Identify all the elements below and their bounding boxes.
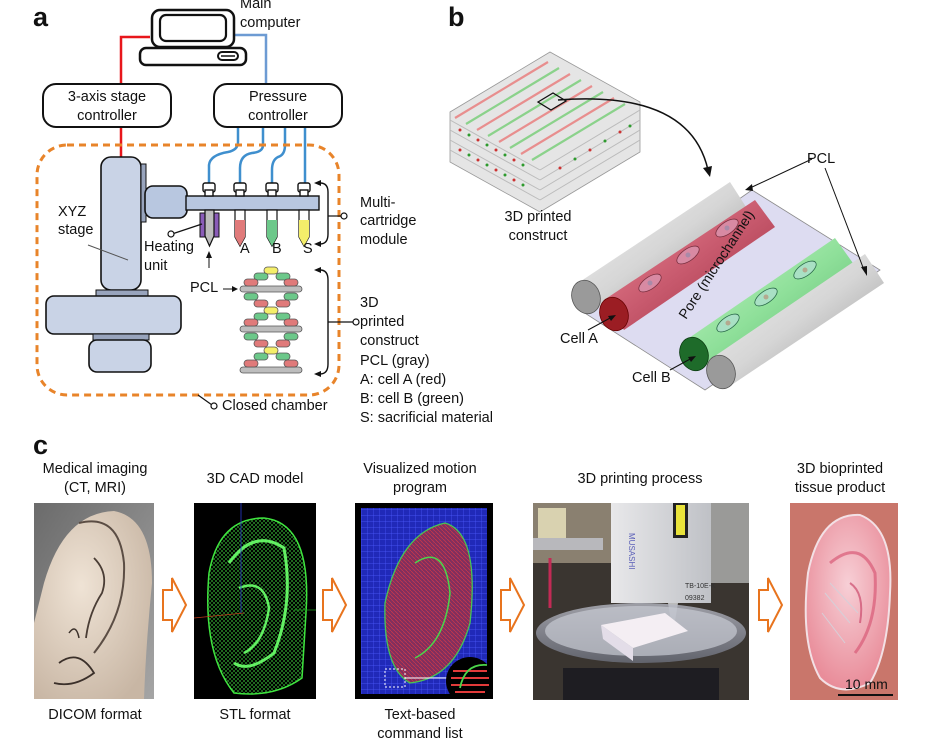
legend-sacrificial: S: sacrificial material	[360, 410, 493, 426]
cad-model-image	[194, 503, 316, 699]
legend-pcl: PCL (gray)	[360, 353, 430, 369]
step-5-title-2: tissue product	[794, 480, 886, 496]
step-1-title-1: Medical imaging	[42, 461, 148, 477]
flow-arrow-2-icon	[322, 577, 348, 633]
pressure-controller-box: Pressure controller	[213, 83, 343, 128]
xyz-stage-column	[100, 156, 142, 291]
construct-label-2: printed	[360, 314, 405, 330]
stage-wire	[119, 35, 150, 85]
printing-process-photo: MUSASHI TB-10E-K 09382	[533, 503, 749, 700]
stage-controller-label-1: 3-axis stage	[67, 89, 147, 105]
pressure-controller-label-1: Pressure	[248, 89, 308, 105]
main-computer-label-2: computer	[240, 15, 301, 31]
step-5-title-1: 3D bioprinted	[796, 461, 884, 477]
cartridge-b-label: B	[272, 241, 282, 257]
closed-chamber-label: Closed chamber	[222, 398, 328, 414]
stage-arm	[144, 185, 188, 219]
step-3-title-1: Visualized motion	[363, 461, 477, 477]
panel-a-diagram	[35, 8, 360, 410]
cell-b-cylinder	[679, 238, 855, 372]
printer-model-text: TB-10E-K	[685, 583, 716, 590]
step-1-caption: DICOM format	[48, 707, 142, 723]
xyz-stage-label-1: XYZ	[58, 204, 87, 220]
panel-a-letter: a	[33, 2, 49, 32]
pressure-tube-1	[207, 127, 240, 183]
pcl-cylinder-2	[706, 254, 884, 390]
stage-foot	[88, 339, 152, 373]
xyz-stage-label-2: stage	[58, 222, 94, 238]
pcl-cylinder-1	[571, 182, 748, 315]
step-1-title-2: (CT, MRI)	[63, 480, 126, 496]
closed-chamber-outline	[35, 143, 341, 397]
construct-label-3: construct	[360, 333, 419, 349]
bioprinted-ear-photo	[790, 503, 898, 700]
b-construct-label-1: 3D printed	[504, 209, 572, 225]
heating-unit-label-1: Heating	[144, 239, 194, 255]
computer-icon	[138, 8, 248, 67]
legend-cell-b: B: cell B (green)	[360, 391, 464, 407]
zoom-region-box	[536, 92, 568, 111]
cell-b-label: Cell B	[632, 370, 671, 386]
cartridge-connectors	[202, 182, 311, 197]
printed-construct-block	[449, 51, 641, 213]
step-2-title: 3D CAD model	[206, 471, 304, 487]
step-2-caption: STL format	[219, 707, 291, 723]
multi-cartridge-label-2: cartridge	[360, 213, 417, 229]
pressure-tube-2	[238, 127, 265, 183]
cartridge-s-label: S	[303, 241, 313, 257]
flow-arrow-3-icon	[500, 577, 526, 633]
construct-bracket	[319, 269, 329, 375]
pressure-tube-3	[270, 127, 287, 183]
multi-cartridge-bracket	[319, 182, 329, 245]
panel-b-diagram: Pore (microchannel)	[449, 51, 884, 391]
scale-bar-label: 10 mm	[845, 676, 888, 692]
b-pcl-label: PCL	[807, 151, 836, 167]
main-computer-label-1: Main	[240, 0, 272, 12]
cell-a-cylinder	[599, 200, 775, 332]
pressure-controller-label-2: controller	[248, 108, 308, 124]
cartridge-rail	[185, 195, 320, 211]
stage-controller-label-2: controller	[77, 108, 137, 124]
motion-program-image	[355, 503, 493, 699]
step-3-caption-1: Text-based	[384, 707, 456, 723]
printer-brand-text: MUSASHI	[627, 533, 636, 569]
step-3-caption-2: command list	[377, 726, 463, 742]
cartridge-a-label: A	[240, 241, 250, 257]
cell-a-label: Cell A	[560, 331, 598, 347]
stage-base	[45, 295, 182, 335]
panel-c-letter: c	[33, 430, 49, 460]
medical-imaging-image	[34, 503, 154, 699]
b-construct-label-2: construct	[508, 228, 568, 244]
cartridge-pcl-heated	[199, 209, 220, 248]
pcl-label-a: PCL	[190, 280, 219, 296]
panel-b-letter: b	[448, 2, 465, 32]
step-3-title-2: program	[393, 480, 447, 496]
flow-arrow-4-icon	[758, 577, 784, 633]
multi-cartridge-label-3: module	[360, 232, 408, 248]
stage-controller-box: 3-axis stage controller	[42, 83, 172, 128]
heating-unit-label-2: unit	[144, 258, 168, 274]
flow-arrow-1-icon	[162, 577, 188, 633]
printed-construct-stack	[239, 266, 303, 374]
printer-serial-text: 09382	[685, 595, 705, 602]
construct-label-1: 3D	[360, 295, 379, 311]
legend-cell-a: A: cell A (red)	[360, 372, 447, 388]
multi-cartridge-label-1: Multi-	[360, 195, 396, 211]
zoom-arrow	[557, 98, 709, 171]
step-4-title: 3D printing process	[577, 471, 703, 487]
pressure-wire-top	[234, 33, 268, 83]
